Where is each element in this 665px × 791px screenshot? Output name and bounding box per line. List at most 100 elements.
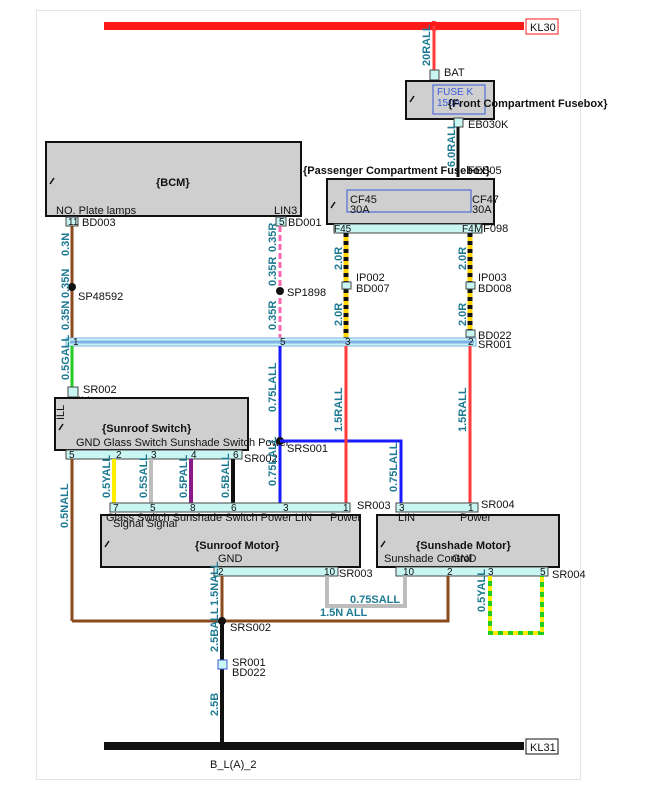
wire-brown-main-label: 1.5N ALL [320, 607, 368, 619]
ip003-label: IP003 [478, 272, 507, 284]
sr001-label: SR001 [478, 339, 512, 351]
wire-brown-main [72, 576, 450, 623]
sunroof-motor-top-labels: Glass Switch Sunshade Switch Power LIN [106, 512, 312, 524]
sunshade-pin-2: 2 [447, 567, 453, 578]
sr004-label-top: SR004 [481, 499, 515, 511]
sunroof-switch-title: {Sunroof Switch} [102, 423, 192, 435]
bus-pin-2: 2 [468, 337, 474, 348]
wire-pink-lin-label3: 0.35R [267, 301, 279, 330]
bd003-pin-num: 11 [68, 217, 79, 228]
sr003-label-bottom: SR003 [339, 568, 373, 580]
kl31-label: KL31 [530, 742, 556, 754]
wire-blue-lin-label: 0.75LALL [267, 362, 279, 412]
wire-grey-ctrl [325, 576, 407, 608]
bd022-pin [465, 329, 476, 338]
wire-20r-label: 20RALL [421, 24, 433, 66]
bcm-mark [49, 177, 55, 185]
sw-pin-5: 5 [69, 450, 75, 461]
motor-pin-10: 10 [324, 567, 336, 578]
ip002-pin [341, 281, 352, 290]
wire-pink-lin-label2: 0.35R [267, 257, 279, 286]
sr002-ill-pin [67, 386, 79, 398]
sp48592-label: SP48592 [78, 291, 123, 303]
bus-pin-5: 5 [280, 337, 286, 348]
f4-pin: F4 [462, 224, 474, 235]
bat-label: BAT [444, 67, 465, 79]
bcm-pin-label-right: LIN3 [274, 205, 297, 217]
motor-pin-1: 1 [343, 503, 349, 514]
sunshade-motor-title: {Sunshade Motor} [416, 540, 511, 552]
sunshade-pin-3b: 3 [488, 567, 494, 578]
wire-green-ill-label: 0.5GALL [60, 334, 72, 380]
fuse-k-rating: 150A [437, 98, 461, 109]
wire-rb-right-label2: 2.0R [457, 303, 469, 326]
kl30-label: KL30 [530, 22, 556, 34]
sunshade-lin: LIN [398, 512, 415, 524]
bd008-label: BD008 [478, 283, 512, 295]
bd001-pin-num: 5 [279, 217, 285, 228]
bd001-label: BD001 [288, 217, 322, 229]
sunshade-connector-bottom [395, 566, 549, 577]
motor-pin-2: 2 [218, 567, 224, 578]
sw-pin-2: 2 [116, 450, 122, 461]
sunroof-motor-box[interactable] [100, 514, 361, 568]
sw-pin-3: 3 [151, 450, 157, 461]
sunroof-switch-ill: ILL [55, 405, 67, 420]
sw-pin-4: 4 [191, 450, 197, 461]
motor-pin-5: 5 [150, 503, 156, 514]
bcm-box[interactable] [45, 141, 302, 217]
sp1898-dot [276, 287, 284, 295]
wire-brown-motor-gnd-label: 1.5NALL [209, 561, 221, 606]
sr002-label-top: SR002 [83, 384, 117, 396]
sunshade-pin-1: 1 [468, 503, 474, 514]
diagram-frame [36, 10, 581, 780]
sp48592-dot [68, 283, 76, 291]
sunshade-ctrl: Sunshade Control [384, 553, 472, 565]
motor-pin-3: 3 [283, 503, 289, 514]
bcm-title: {BCM} [156, 177, 190, 189]
srs001-label: SRS001 [287, 443, 328, 455]
wire-red-left-label: 1.5RALL [333, 387, 345, 432]
motor-pin-8: 8 [190, 503, 196, 514]
passenger-fusebox[interactable] [326, 178, 495, 225]
front-fusebox[interactable] [405, 80, 495, 120]
wire-rb-left-label: 2.0R [333, 247, 345, 270]
wire-rb-left-label2: 2.0R [333, 303, 345, 326]
ip002-label: IP002 [356, 272, 385, 284]
cf47-rating: 30A [472, 204, 492, 216]
eb030k-label: EB030K [468, 119, 509, 131]
kl30-tag [525, 18, 559, 35]
wire-brown-bcm-label: 0.3N [60, 233, 72, 256]
wire-blue-lin-branch [280, 439, 403, 503]
sunshade-motor-mark [380, 540, 386, 548]
passenger-fusebox-connector [333, 223, 483, 234]
sr001-gnd-pin [217, 659, 228, 670]
sunroof-motor-sub-labels: Signal Signal [113, 518, 177, 530]
bus-pin-3: 3 [345, 337, 351, 348]
passenger-fusebox-mark [330, 201, 336, 209]
wire-blue-lin-label2: 0.75LALL [267, 436, 279, 486]
wire-blue-lin-label3: 0.75LALL [388, 442, 400, 492]
ground-label: B_L(A)_2 [210, 759, 256, 771]
sunshade-gnd: GND [452, 553, 477, 565]
sr003-label-top: SR003 [357, 500, 391, 512]
wire-rb-right-label: 2.0R [457, 247, 469, 270]
passenger-fusebox-title: {Passenger Compartment Fusebox} [303, 165, 491, 177]
sunroof-switch-pins: GND Glass Switch Sunshade Switch Power [76, 437, 290, 449]
srs002-label: SRS002 [230, 622, 271, 634]
fuse-k-name: FUSE K [437, 87, 473, 98]
wire-yg-loop-base [488, 576, 544, 635]
bd003-label: BD003 [82, 217, 116, 229]
front-fusebox-mark [409, 95, 415, 103]
cf47-label: CF47 [472, 194, 499, 206]
mf098-label: MF098 [474, 223, 508, 235]
bcm-pin-label-left: NO. Plate lamps [56, 205, 137, 217]
wire-yg-loop-label: 0.5YALL [476, 569, 488, 612]
sunshade-power: Power [460, 512, 492, 524]
cf45-label: CF45 [350, 194, 377, 206]
wire-black-sw-label: 0.5BALL [220, 453, 232, 498]
sunroof-switch-connector [65, 449, 243, 460]
bd022-gnd-label: BD022 [232, 667, 266, 679]
wire-black-gnd-label: 2.5BALL [209, 607, 221, 652]
motor-pin-6: 6 [231, 503, 237, 514]
